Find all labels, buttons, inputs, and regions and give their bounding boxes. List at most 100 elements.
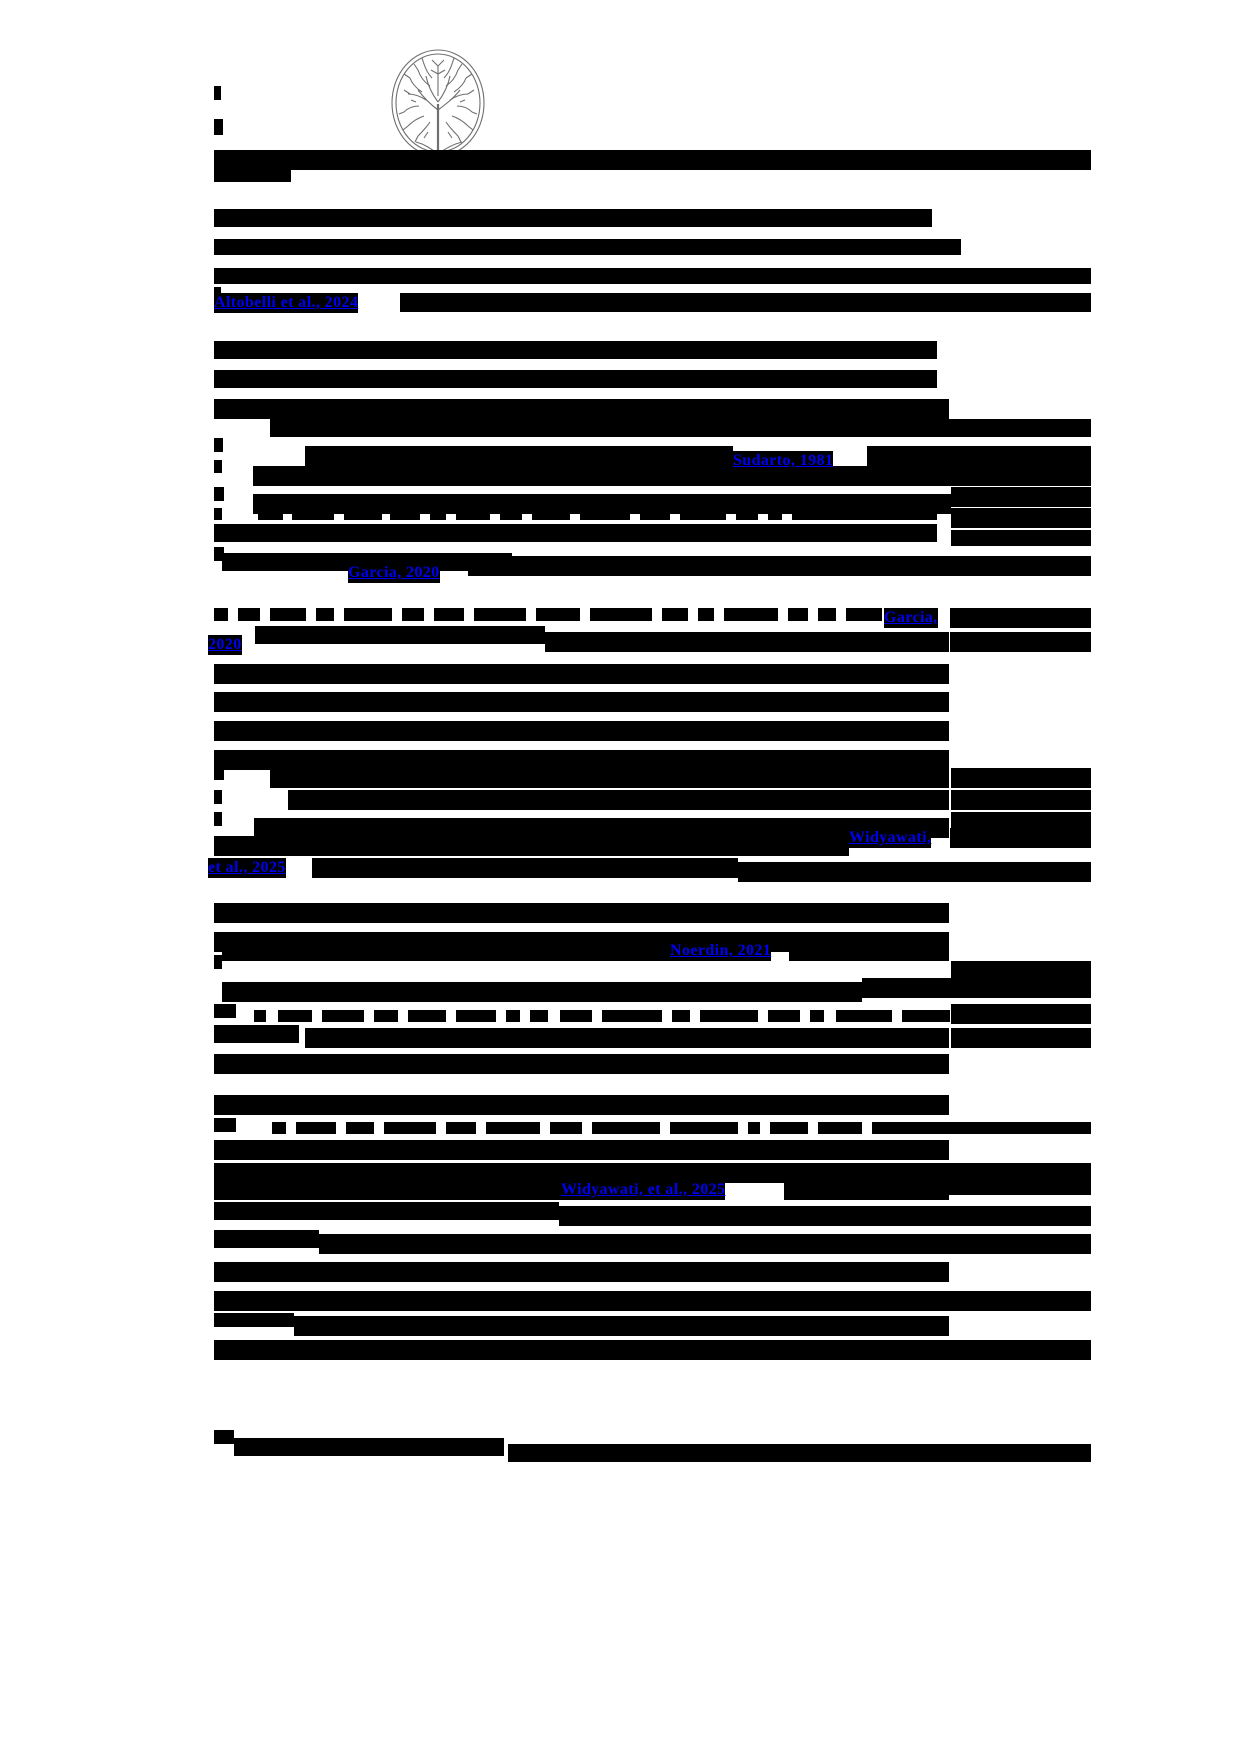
citation-link[interactable]: Sudarto, 1981 [733,451,834,471]
redaction-bar [254,1010,266,1022]
redaction-bar [640,508,670,520]
redaction-bar [214,608,228,621]
redaction-bar [456,508,490,520]
redaction-bar [951,768,1091,788]
redaction-bar [305,1028,949,1048]
redaction-bar [214,239,961,255]
redaction-bar [214,790,222,804]
redaction-bar [214,692,949,712]
redaction-bar [532,508,570,520]
redaction-bar [951,961,1091,981]
redaction-bar [238,608,260,621]
redaction-bar [214,86,221,100]
redaction-bar [580,508,630,520]
redaction-bar [408,1010,446,1022]
redaction-bar [867,446,951,466]
redaction-bar [784,1180,949,1200]
citation-link[interactable]: Garcia, 2020 [348,563,440,583]
redaction-bar [724,608,778,621]
redaction-bar [770,1122,808,1134]
redaction-bar [862,978,1091,998]
redaction-bar [258,508,283,520]
redaction-bar [292,508,334,520]
redaction-bar [738,862,1091,882]
redaction-bar [949,1175,1091,1195]
redaction-bar [536,608,580,621]
redaction-bar [768,1010,800,1022]
redaction-bar [214,438,223,452]
redaction-bar [951,530,1091,546]
redaction-bar [214,399,949,419]
redaction-bar [214,268,1091,284]
redaction-bar [951,1004,1091,1024]
redaction-bar [949,1291,1091,1311]
redaction-bar [214,836,849,856]
redaction-bar [500,508,522,520]
redaction-bar [950,608,1091,628]
redaction-bar [456,1010,496,1022]
redaction-bar [305,446,733,466]
redaction-bar [214,1004,236,1018]
redaction-bar [214,903,949,923]
redaction-bar [792,508,937,520]
redaction-bar [316,608,334,621]
redaction-bar [698,608,714,621]
redaction-bar [222,941,670,961]
redaction-bar [950,828,1091,848]
redaction-bar [400,293,1091,312]
redaction-bar [214,664,949,684]
redaction-bar [949,1234,1091,1254]
redaction-bar [270,608,306,621]
citation-link[interactable]: 2020 [208,635,242,655]
redaction-bar [344,508,382,520]
redaction-bar [902,1010,950,1022]
redaction-bar [278,1010,312,1022]
redaction-bar [474,608,526,621]
redaction-bar [950,632,1091,652]
redaction-bar [255,626,545,644]
redaction-bar [214,508,222,520]
redaction-bar [374,1010,398,1022]
redaction-bar [214,1180,561,1200]
redaction-bar [254,818,949,838]
redaction-bar [214,1230,319,1248]
redaction-bar [214,487,224,501]
redaction-bar [700,1010,758,1022]
citation-link[interactable]: Widyawati, et al., 2025 [561,1180,726,1200]
redaction-bar [346,1122,374,1134]
citation-link[interactable]: Garcia, [884,608,938,628]
redaction-bar [214,170,291,182]
redaction-bar [214,1262,949,1282]
redaction-bar [214,370,937,388]
redaction-bar [214,1163,1091,1183]
redaction-bar [214,341,937,359]
citation-link[interactable]: Widyawati, [849,828,932,848]
redaction-bar [789,941,949,961]
redaction-bar [214,1095,949,1115]
redaction-bar [402,608,424,621]
redaction-bar [768,508,782,520]
redaction-bar [214,955,222,969]
redaction-bar [214,1430,234,1444]
redaction-bar [384,1122,436,1134]
redaction-bar [590,608,652,621]
citation-link[interactable]: Noerdin, 2021 [670,941,772,961]
redaction-bar [506,1010,520,1022]
citation-link[interactable]: et al., 2025 [208,858,286,878]
redaction-bar [530,1010,548,1022]
redaction-bar [296,1122,336,1134]
redaction-bar [270,419,1091,437]
redaction-bar [214,150,1091,170]
redaction-bar [214,750,949,770]
redaction-bar [214,524,937,542]
redaction-bar [214,721,949,741]
redaction-bar [312,858,738,878]
redaction-bar [214,1291,949,1311]
redaction-bar [468,556,1091,576]
redaction-bar [951,446,1091,466]
citation-link[interactable]: Altobelli et al., 2024 [214,293,359,313]
redaction-bar [748,1122,760,1134]
redaction-bar [559,1206,1091,1226]
redaction-bar [434,608,464,621]
redaction-bar [545,632,949,652]
